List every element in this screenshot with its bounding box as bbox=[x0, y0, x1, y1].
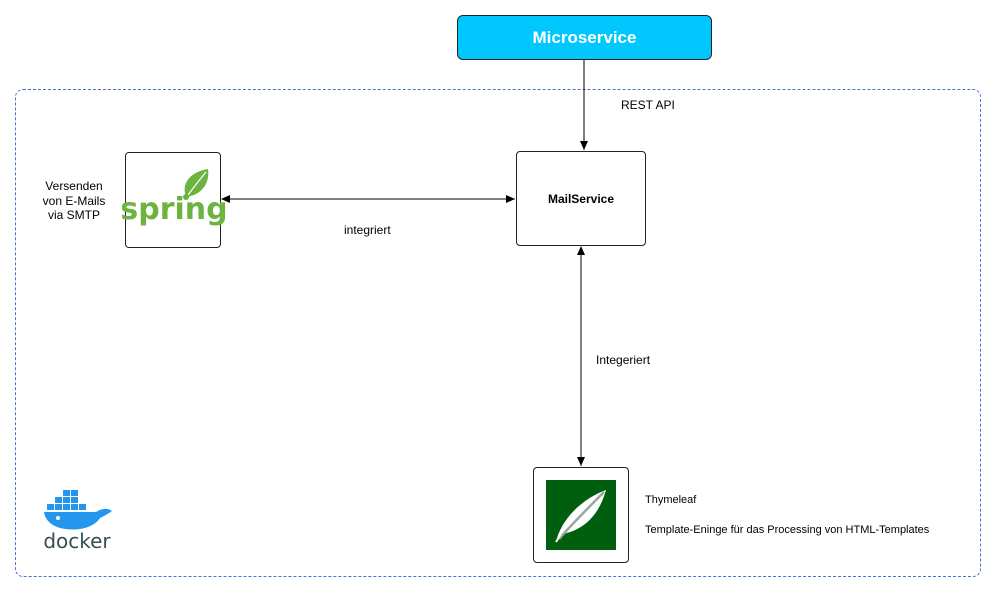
mailservice-label: MailService bbox=[547, 191, 615, 206]
spring-node[interactable]: spring bbox=[120, 152, 228, 248]
microservice-label: Microservice bbox=[532, 27, 637, 47]
smtp-line-3: via SMTP bbox=[47, 208, 100, 222]
spring-logo-text: spring bbox=[120, 192, 227, 227]
spring-logo-icon: spring bbox=[120, 169, 228, 227]
rest-api-label: REST API bbox=[621, 98, 675, 112]
thymeleaf-logo-icon bbox=[546, 480, 616, 550]
docker-logo-text: docker bbox=[43, 529, 111, 553]
smtp-line-1: Versenden bbox=[45, 179, 103, 193]
docker-logo-icon: docker bbox=[43, 490, 112, 553]
thymeleaf-name-label: Thymeleaf bbox=[645, 494, 697, 506]
docker-container-boundary bbox=[15, 89, 981, 577]
smtp-description: Versenden von E-Mails via SMTP bbox=[30, 179, 118, 223]
smtp-line-2: von E-Mails bbox=[42, 193, 106, 208]
thymeleaf-description-label: Template-Eninge für das Processing von H… bbox=[645, 524, 930, 536]
thymeleaf-node[interactable] bbox=[533, 467, 629, 563]
integeriert-label: Integeriert bbox=[596, 353, 651, 367]
integriert-label: integriert bbox=[344, 223, 391, 237]
mailservice-node[interactable]: MailService bbox=[516, 151, 646, 246]
microservice-node[interactable]: Microservice bbox=[457, 15, 712, 60]
